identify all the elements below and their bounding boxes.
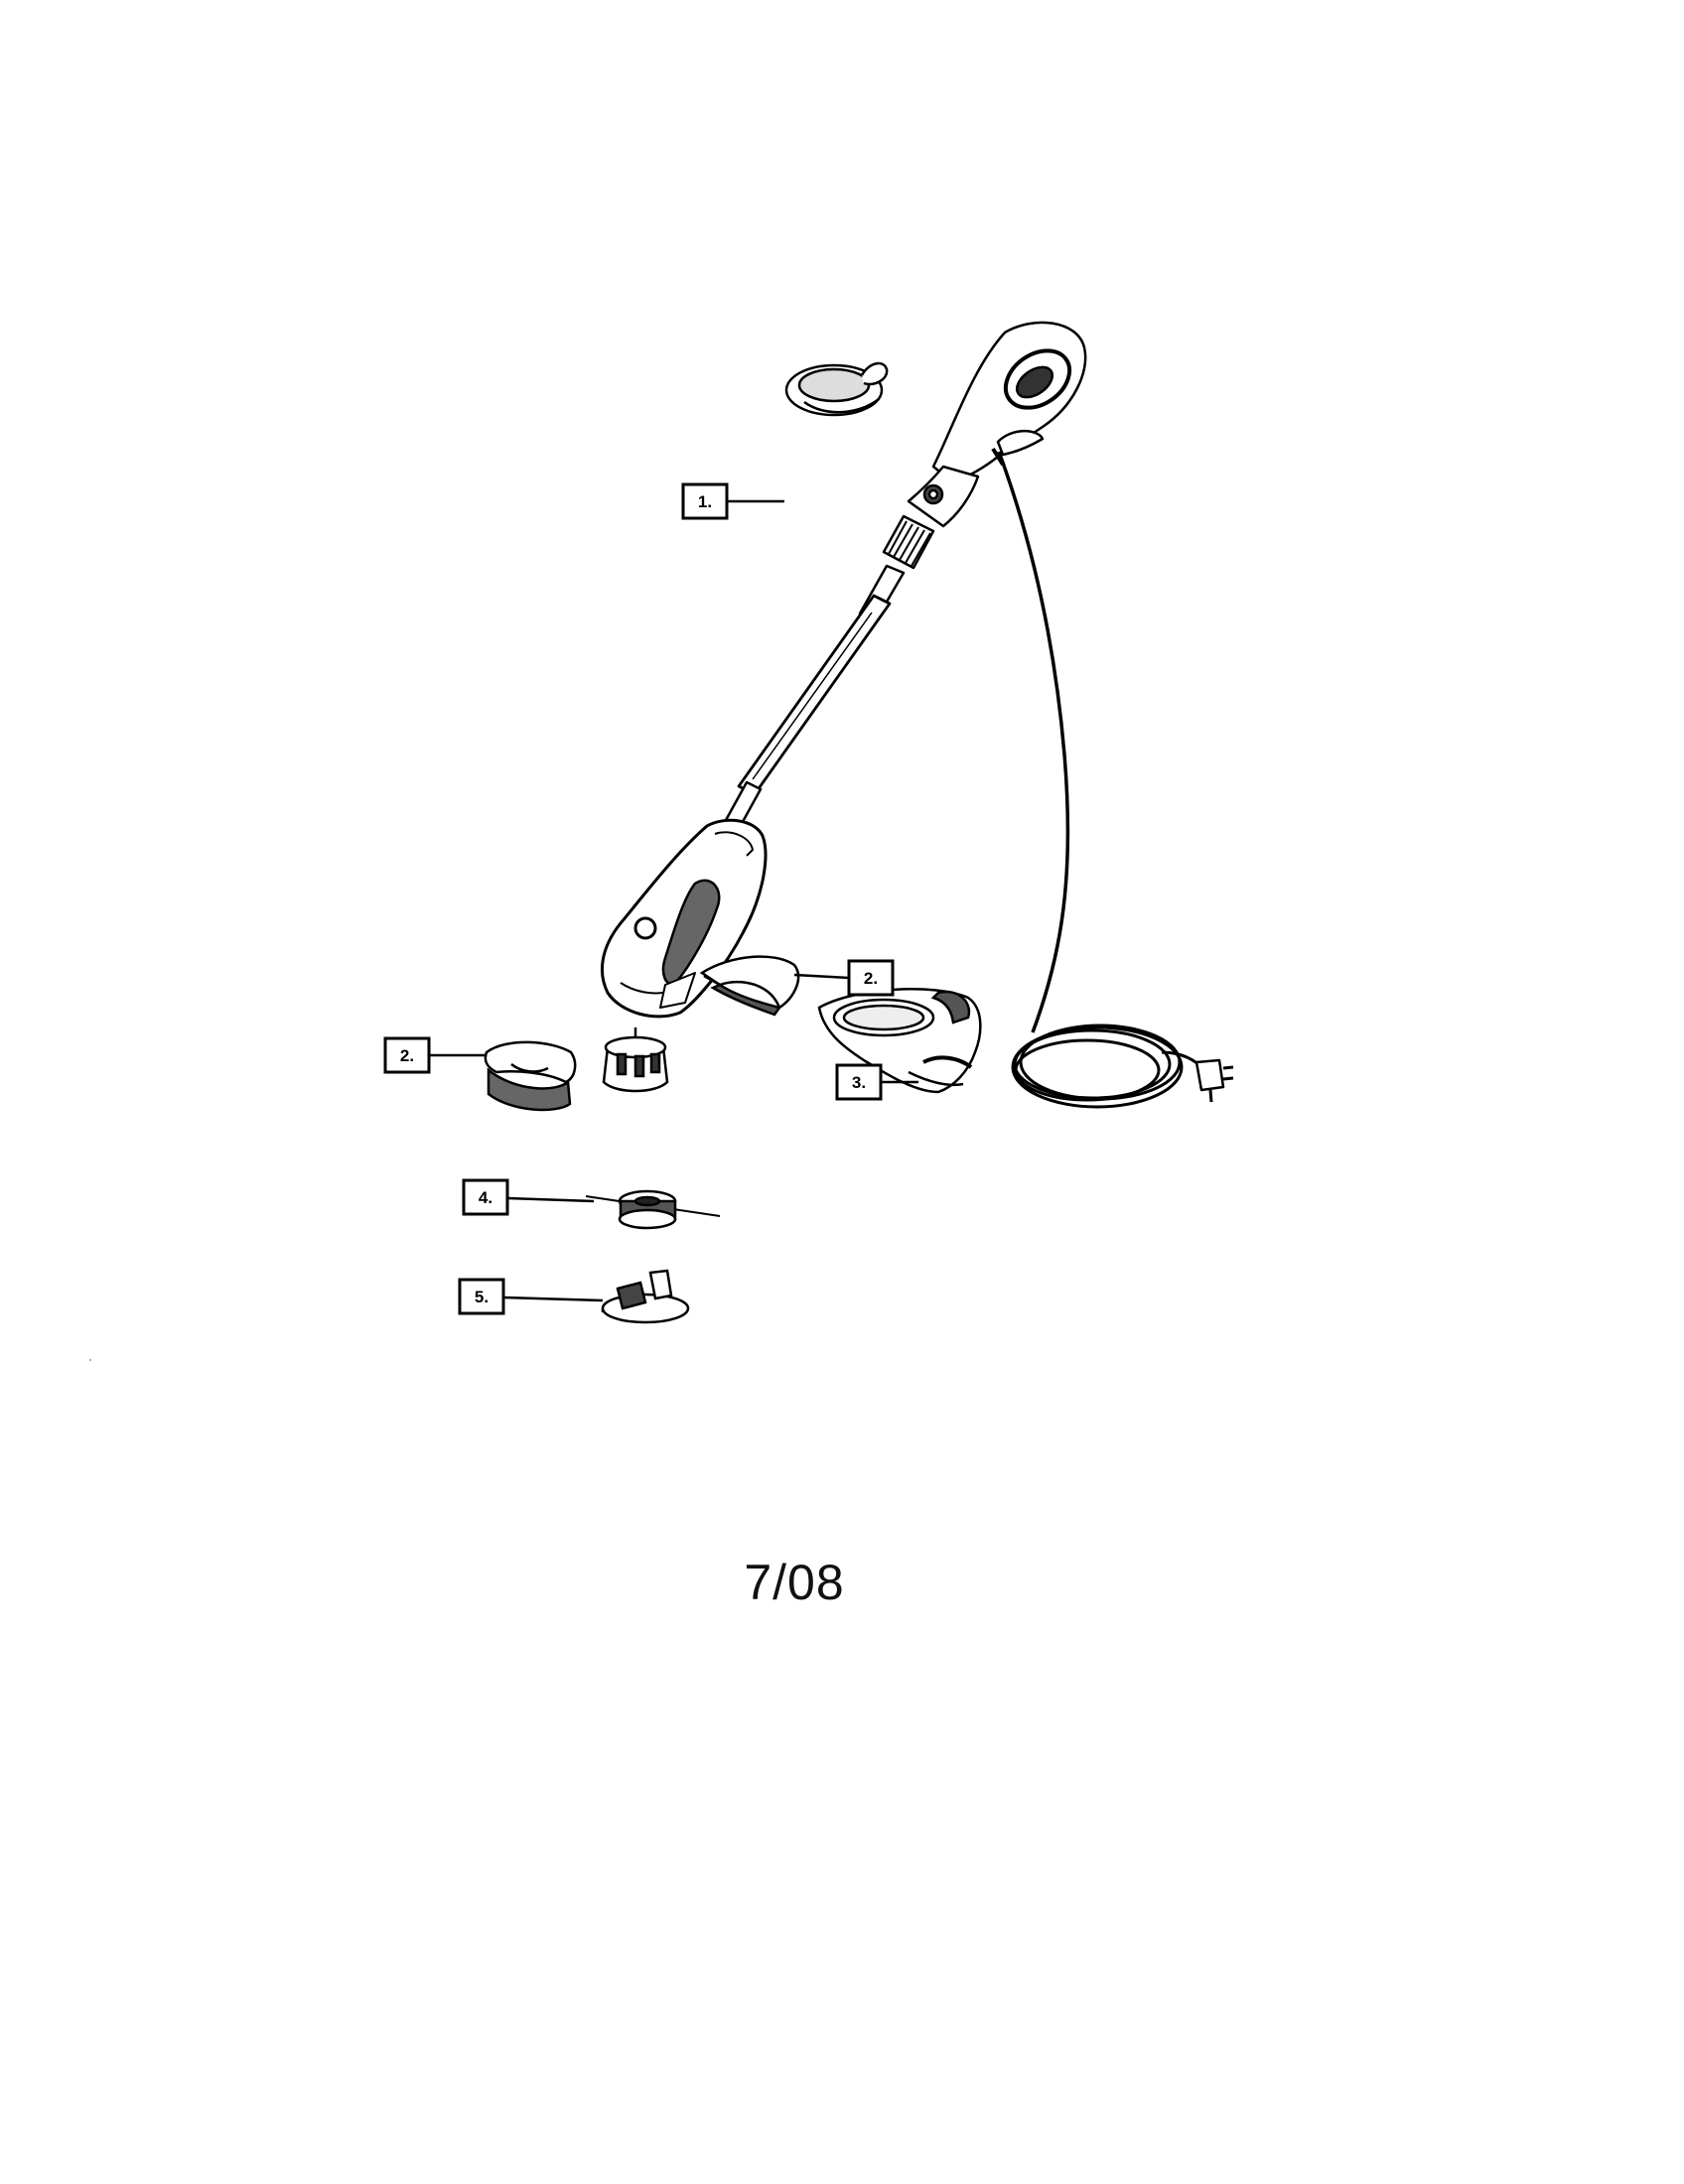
- callout-5: 5.: [458, 1278, 604, 1315]
- callout-label-2-left: 2.: [400, 1046, 414, 1065]
- trimmer-illustration: [600, 321, 1234, 1109]
- callout-label-1: 1.: [698, 492, 712, 511]
- cord-coil: [1011, 1024, 1208, 1109]
- callout-label-3: 3.: [852, 1073, 866, 1092]
- power-plug: [1194, 1058, 1234, 1103]
- part-2-guard-left: [484, 1040, 577, 1112]
- callout-label-4: 4.: [479, 1188, 492, 1207]
- part-4-spool: [585, 1189, 721, 1230]
- threaded-collar: [882, 514, 935, 570]
- trigger: [996, 429, 1045, 457]
- callout-1: 1.: [681, 482, 784, 520]
- page-footer-date: 7/08: [744, 1555, 845, 1610]
- callout-3: 3.: [835, 1063, 918, 1101]
- part-2-guard-right: [699, 955, 800, 1017]
- callout-label-5: 5.: [475, 1288, 489, 1306]
- part-1-handle-cap: [784, 361, 889, 417]
- motor-button: [633, 916, 657, 940]
- callout-4: 4.: [462, 1178, 595, 1216]
- callout-2-right: 2.: [793, 959, 895, 997]
- callout-2-left: 2.: [383, 1036, 485, 1074]
- part-3-guard-cover: [817, 988, 982, 1094]
- part-5-spool-cap: [601, 1269, 690, 1324]
- margin-speck: [89, 1359, 91, 1361]
- power-cord: [997, 451, 1070, 1033]
- main-shaft: [737, 594, 892, 796]
- callout-label-2-right: 2.: [864, 969, 878, 988]
- spool-hub: [602, 1027, 669, 1093]
